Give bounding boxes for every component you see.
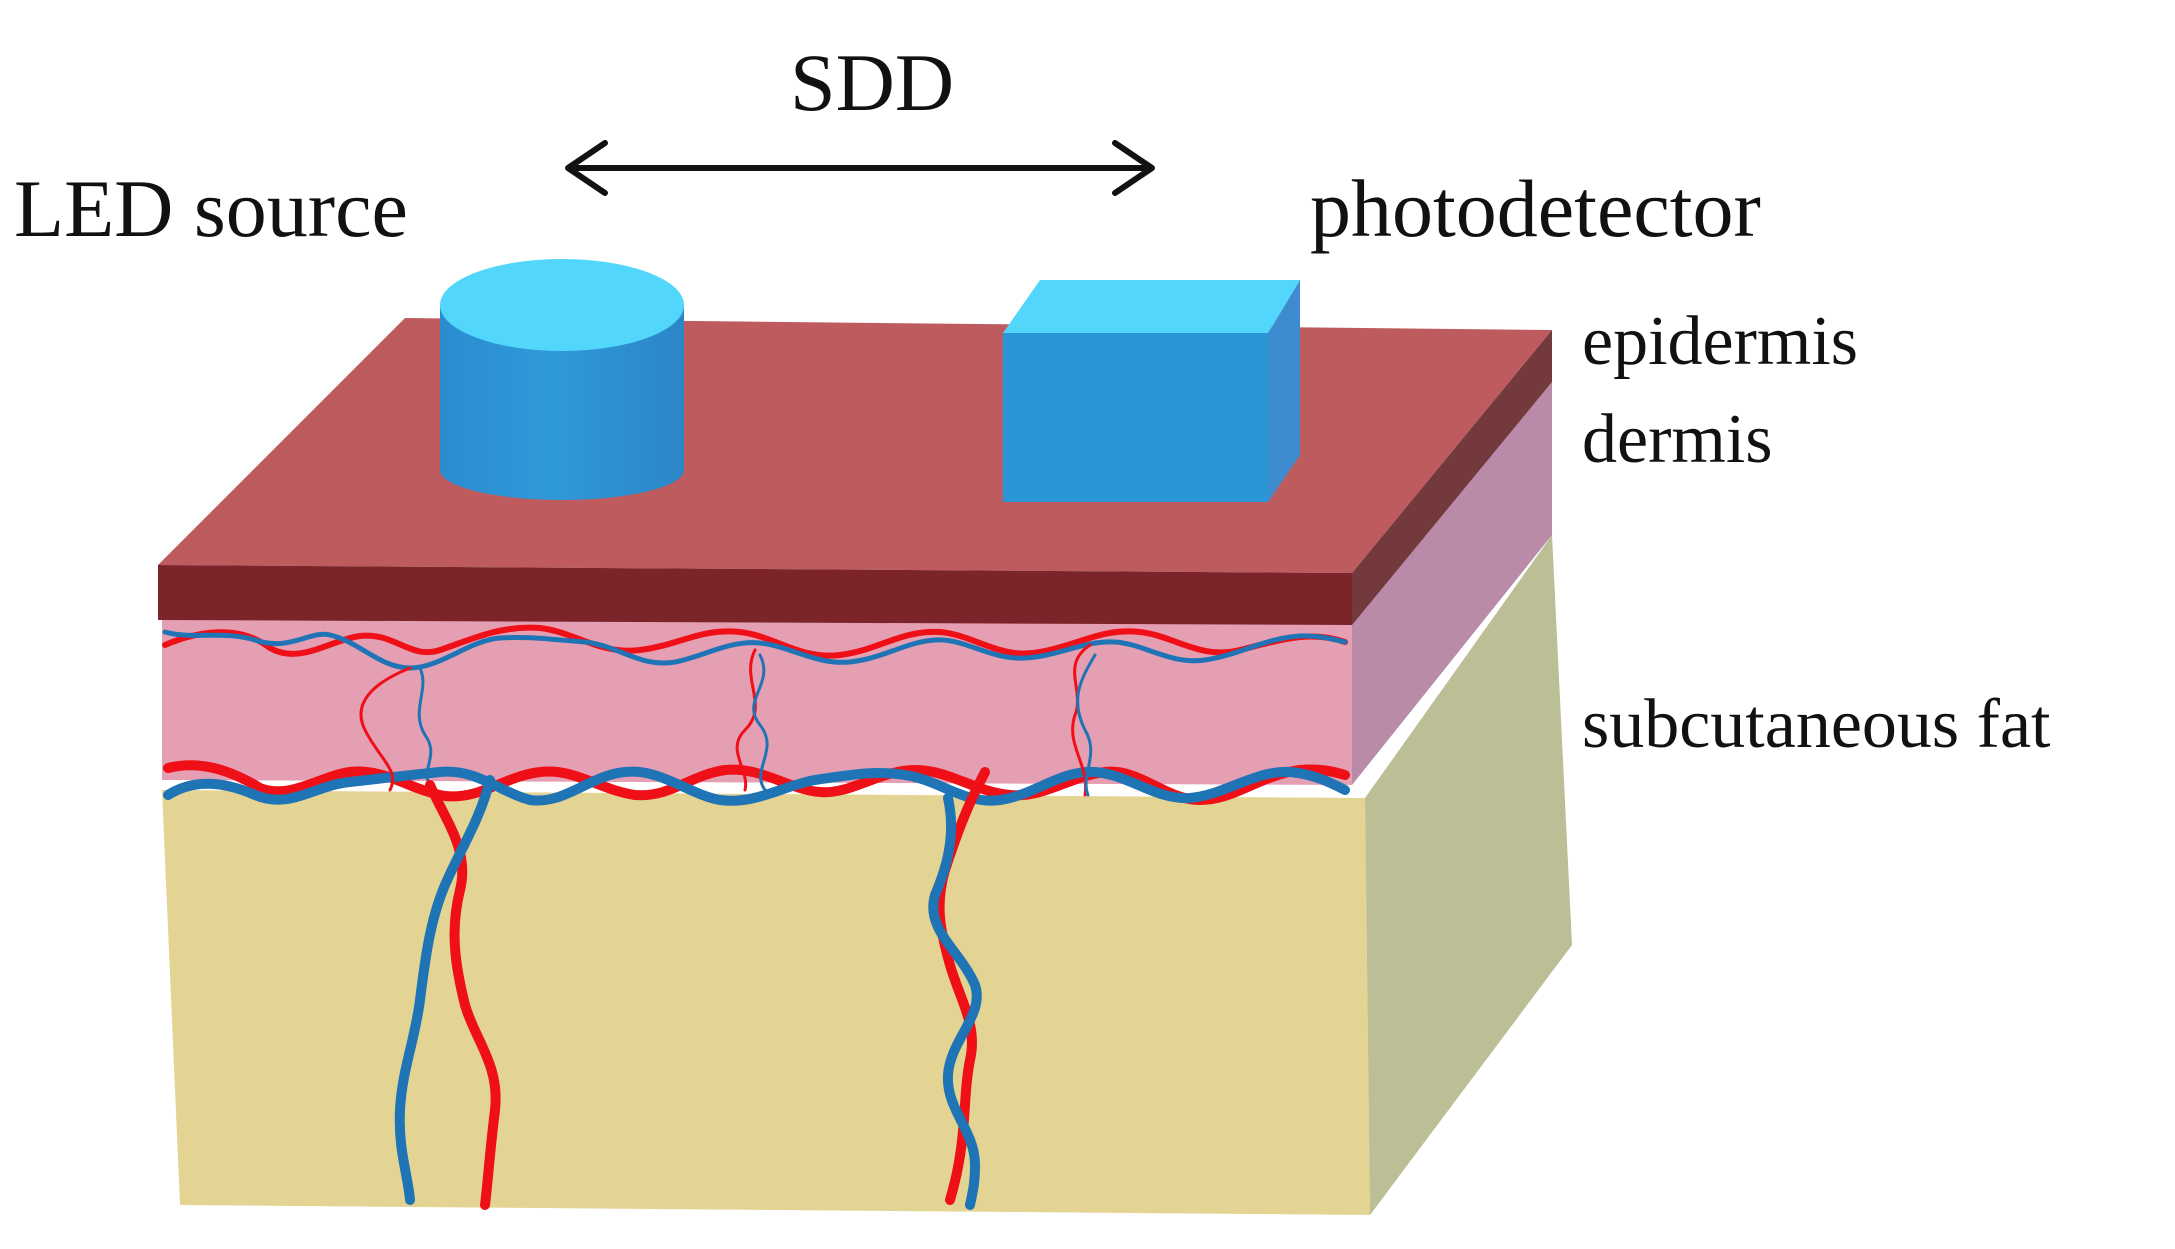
- detector-side: [1268, 280, 1300, 502]
- deep-vessels: [394, 767, 990, 1210]
- fat-front: [162, 790, 1370, 1215]
- upper-vein: [162, 629, 1348, 671]
- epidermis-top: [158, 318, 1552, 573]
- led-source: [440, 259, 684, 500]
- fat-side: [1365, 535, 1572, 1215]
- led-body: [440, 305, 684, 500]
- subcutaneous-fat-label: subcutaneous fat: [1582, 686, 2051, 763]
- led-source-label: LED source: [14, 163, 408, 254]
- dermis-front: [162, 618, 1352, 785]
- dermis-label: dermis: [1582, 401, 1773, 478]
- epidermis-label: epidermis: [1582, 303, 1859, 380]
- photodetector-device: [1003, 280, 1300, 502]
- detector-top: [1003, 280, 1300, 333]
- sdd-arrow: [565, 140, 1155, 196]
- connector-artery-2: [735, 648, 757, 792]
- connector-artery-3: [1071, 643, 1092, 797]
- photodetector-label: photodetector: [1310, 163, 1761, 254]
- connector-vein-2: [752, 653, 769, 792]
- deep-vein-1: [394, 775, 495, 1205]
- dermis-side: [1352, 382, 1552, 785]
- deep-vein-2: [928, 793, 982, 1210]
- lower-vein: [163, 766, 1350, 806]
- connector-artery-1: [359, 666, 412, 792]
- epidermis-side: [1352, 330, 1552, 625]
- sdd-label: SDD: [790, 37, 955, 128]
- connector-vein-1: [417, 666, 433, 787]
- epidermis-front: [158, 565, 1352, 625]
- detector-front: [1003, 333, 1268, 502]
- dermal-vessels: [162, 624, 1350, 806]
- upper-artery: [162, 624, 1348, 659]
- led-top: [440, 259, 684, 351]
- connector-vein-3: [1076, 653, 1097, 797]
